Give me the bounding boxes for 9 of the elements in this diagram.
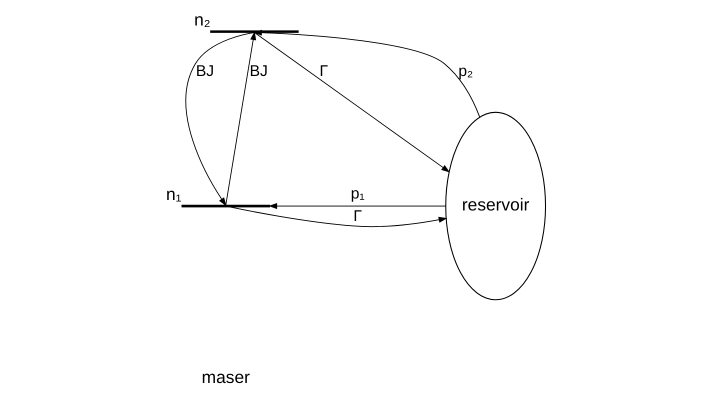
node-label: n₁ — [165, 184, 181, 204]
node-label: n₂ — [194, 10, 210, 30]
label: maser — [201, 367, 250, 388]
edge-label: p₂ — [458, 63, 473, 80]
edge-label: p₁ — [350, 186, 364, 203]
edge-label: Γ — [319, 63, 328, 80]
edge-label: Γ — [352, 208, 362, 226]
edge-label: BJ — [195, 63, 214, 80]
edge-label: BJ — [249, 63, 268, 80]
